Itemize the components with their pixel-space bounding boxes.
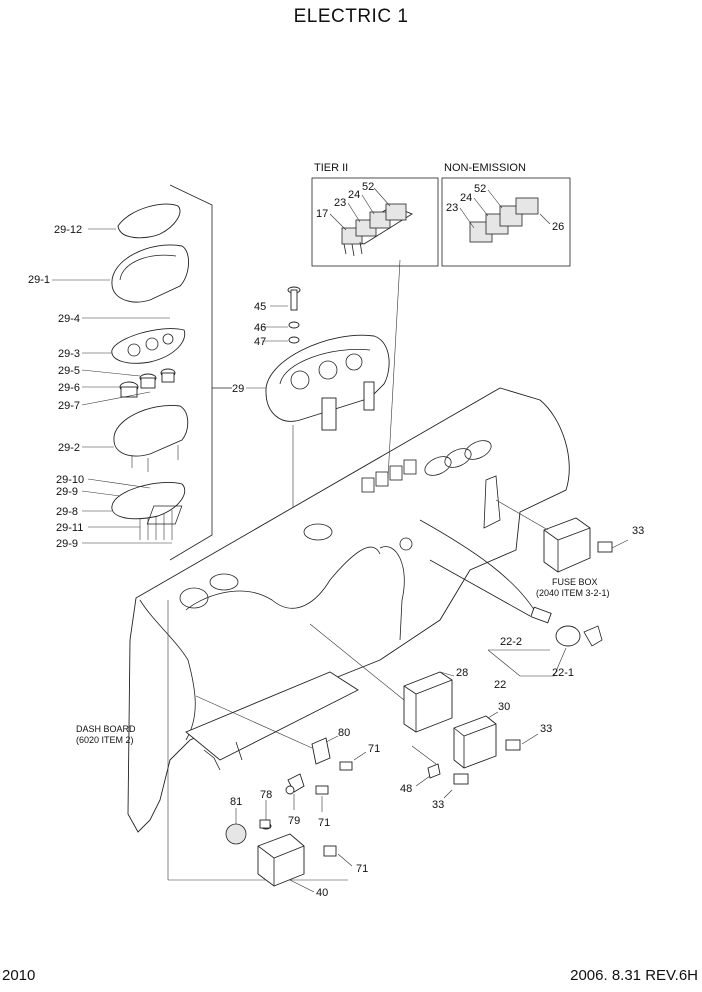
- caption-dash-board: DASH BOARD: [76, 724, 136, 734]
- callout-tier-52: 52: [362, 181, 374, 193]
- callout-non-23: 23: [446, 202, 458, 214]
- callout-46: 46: [254, 322, 266, 334]
- page-number: 2010: [2, 967, 36, 984]
- callout-29-7: 29-7: [58, 400, 80, 412]
- callout-29-3: 29-3: [58, 348, 80, 360]
- callout-non-26: 26: [552, 221, 564, 233]
- callout-tier-24: 24: [348, 189, 360, 201]
- callout-71-middle: 71: [318, 817, 330, 829]
- cluster-housing-part: [113, 404, 189, 457]
- callout-29-4: 29-4: [58, 313, 80, 325]
- gauge-cluster-exploded-group: [111, 184, 232, 561]
- circuit-board-part: [111, 481, 186, 520]
- callout-29-12: 29-12: [54, 224, 82, 236]
- caption-tier-ii: TIER II: [314, 162, 348, 174]
- caption-fuse-box-ref: (2040 ITEM 3-2-1): [536, 588, 610, 598]
- callout-48: 48: [400, 783, 412, 795]
- callout-33-lower: 33: [432, 799, 444, 811]
- page-title: ELECTRIC 1: [293, 6, 409, 27]
- callout-30: 30: [498, 701, 510, 713]
- callout-71-upper: 71: [368, 743, 380, 755]
- lens-cover-part: [117, 203, 181, 239]
- callout-labels: 29-12 29-1 29-4 29-3 29-5 29-6 29-7 29-2…: [28, 162, 644, 899]
- switch-openings: [361, 459, 417, 493]
- callout-33-fuse: 33: [632, 525, 644, 537]
- relay-parts: [309, 623, 539, 799]
- lower-bracket-plate: [167, 600, 359, 881]
- fuse-box-part: [495, 499, 629, 573]
- callout-29-6: 29-6: [58, 382, 80, 394]
- callout-71-lower: 71: [356, 863, 368, 875]
- callout-40: 40: [316, 887, 328, 899]
- callout-non-52: 52: [474, 183, 486, 195]
- callout-22-2: 22-2: [500, 636, 522, 648]
- callout-80: 80: [338, 727, 350, 739]
- assembled-cluster-part: [246, 334, 390, 574]
- callout-28: 28: [456, 667, 468, 679]
- callout-29-5: 29-5: [58, 365, 80, 377]
- callout-45: 45: [254, 301, 266, 313]
- left-callout-leaders: [52, 228, 172, 544]
- tier2-switch-box: [311, 177, 439, 267]
- callout-29-11: 29-11: [56, 522, 83, 534]
- caption-non-emission: NON-EMISSION: [444, 162, 526, 174]
- callout-79: 79: [288, 815, 300, 827]
- lower-small-parts: [195, 695, 367, 893]
- face-plate-part: [111, 328, 186, 364]
- callout-81: 81: [230, 796, 242, 808]
- callout-29-2: 29-2: [58, 442, 80, 454]
- callout-33-relay: 33: [540, 723, 552, 735]
- callout-29-9-lower: 29-9: [56, 538, 78, 550]
- callout-47: 47: [254, 336, 266, 348]
- callout-29-1: 29-1: [28, 274, 50, 286]
- caption-dash-board-ref: (6020 ITEM 2): [76, 735, 134, 745]
- callout-non-24: 24: [460, 192, 472, 204]
- caption-fuse-box: FUSE BOX: [552, 577, 598, 587]
- callout-29: 29: [232, 383, 244, 395]
- non-emission-switch-box: [441, 177, 571, 267]
- screw-washer-parts: [262, 286, 301, 344]
- callout-78: 78: [260, 789, 272, 801]
- cluster-case-top-part: [111, 244, 189, 303]
- callout-29-9-upper: 29-9: [56, 486, 78, 498]
- callout-29-10: 29-10: [56, 474, 84, 486]
- callout-tier-17: 17: [316, 208, 328, 220]
- dash-board-panel: [127, 259, 570, 833]
- revision-date: 2006. 8.31 REV.6H: [570, 967, 698, 984]
- callout-tier-23: 23: [334, 197, 346, 209]
- callout-22-1: 22-1: [552, 667, 574, 679]
- callout-22: 22: [494, 679, 506, 691]
- ignition-key-switch: [429, 559, 603, 677]
- callout-29-8: 29-8: [56, 506, 78, 518]
